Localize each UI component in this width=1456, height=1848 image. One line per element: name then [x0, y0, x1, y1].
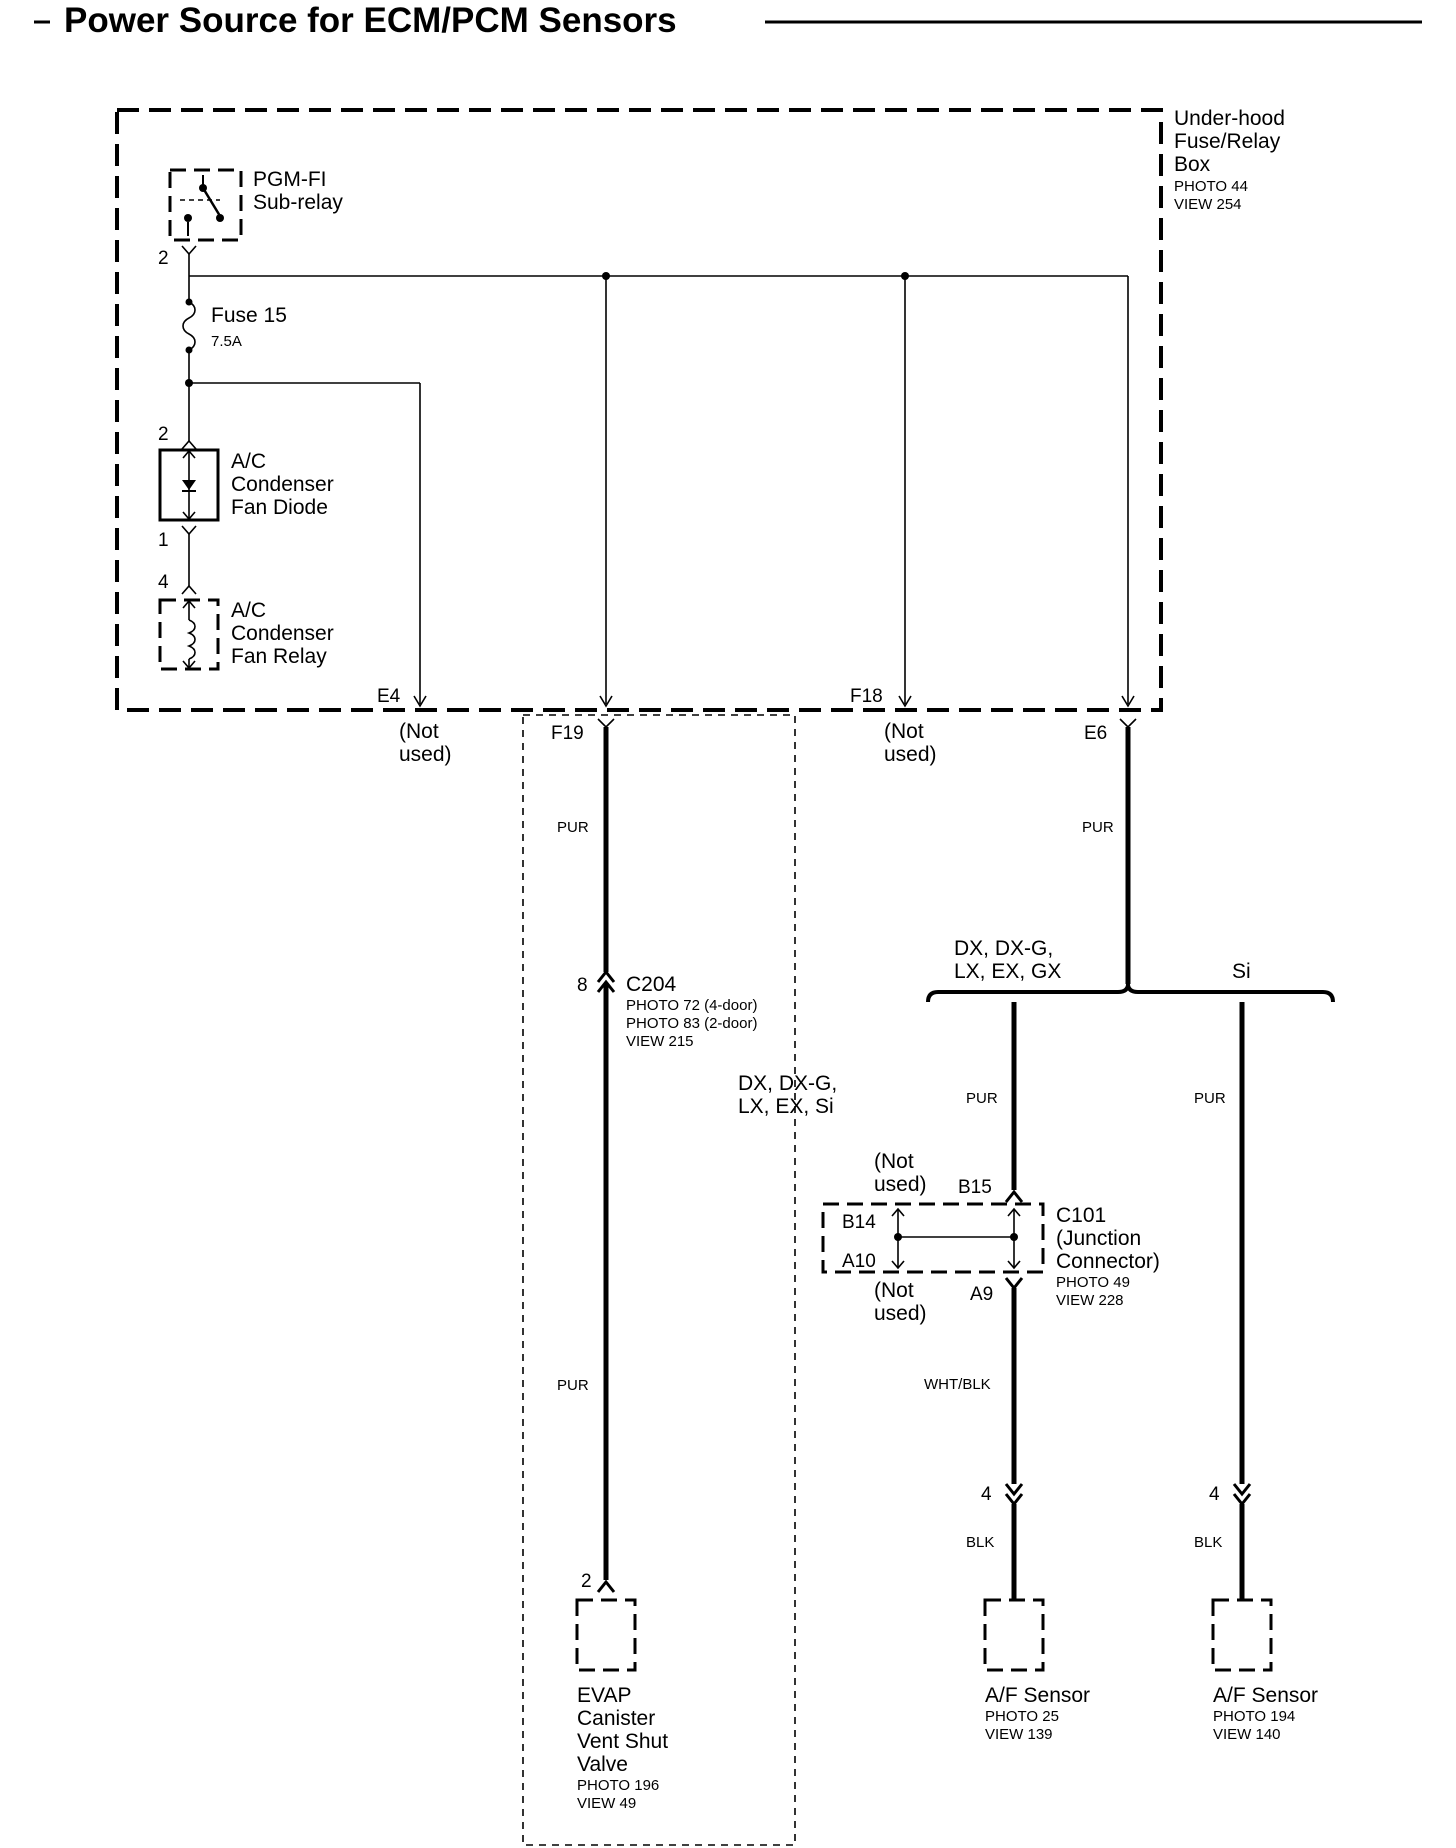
terminal-e4: E4: [377, 686, 401, 707]
diode-label-2: Condenser: [231, 473, 334, 496]
af-sensor-2: A/F Sensor PHOTO 194 VIEW 140: [1211, 1598, 1318, 1743]
e4-not-used-2: used): [399, 743, 452, 766]
sub-relay-label-2: Sub-relay: [253, 191, 343, 214]
fan-relay-label-2: Condenser: [231, 622, 334, 645]
af-sensor-2-pin: 4: [1209, 1484, 1220, 1505]
wire-sensor-1: BLK: [966, 1534, 994, 1551]
c204-photo-4door: PHOTO 72 (4-door): [626, 997, 757, 1014]
f18-not-used-2: used): [884, 743, 937, 766]
c101-pin-a9: A9: [970, 1284, 993, 1305]
a10-not-used-2: used): [874, 1302, 927, 1325]
wire-branch-left: PUR: [966, 1090, 998, 1107]
terminal-e6: E6: [1084, 723, 1107, 744]
c101-name-1: C101: [1056, 1204, 1106, 1227]
diode-pin-top: 2: [158, 424, 169, 445]
variant-label-1: DX, DX-G,: [738, 1072, 837, 1095]
variant-label-2: LX, EX, Si: [738, 1095, 834, 1118]
evap-label-3: Vent Shut: [577, 1730, 668, 1753]
wire-sensor-2: BLK: [1194, 1534, 1222, 1551]
fan-relay-pin: 4: [158, 572, 169, 593]
fan-relay-label-3: Fan Relay: [231, 645, 327, 668]
b14-not-used-1: (Not: [874, 1150, 914, 1173]
c204-name: C204: [626, 973, 677, 996]
c101-photo: PHOTO 49: [1056, 1274, 1130, 1291]
c101-pin-a10: A10: [842, 1251, 876, 1272]
evap-label-2: Canister: [577, 1707, 655, 1730]
f19-circuit: PUR 8 PUR: [557, 718, 616, 1593]
title-block: Power Source for ECM/PCM Sensors: [34, 1, 1422, 40]
fuse-rating: 7.5A: [211, 333, 242, 350]
diode-label-3: Fan Diode: [231, 496, 328, 519]
top-bus-wire: [189, 272, 1135, 708]
fuse-box-name-1: Under-hood: [1174, 107, 1285, 130]
evap-photo: PHOTO 196: [577, 1777, 659, 1794]
terminal-f18: F18: [850, 686, 883, 707]
fuse-box-name-2: Fuse/Relay: [1174, 130, 1281, 153]
fuse-relay-box: Under-hood Fuse/Relay Box PHOTO 44 VIEW …: [115, 107, 1285, 712]
wire-after-c101: WHT/BLK: [924, 1376, 991, 1393]
fuse-15: Fuse 15 7.5A: [211, 304, 287, 350]
evap-pin: 2: [581, 1571, 592, 1592]
c204-photo-2door: PHOTO 83 (2-door): [626, 1015, 757, 1032]
af-sensor-1-view: VIEW 139: [985, 1726, 1053, 1743]
variant-region: DX, DX-G, LX, EX, Si: [522, 714, 837, 1846]
c204-connector: C204 PHOTO 72 (4-door) PHOTO 83 (2-door)…: [626, 973, 757, 1050]
wire-f19-lower: PUR: [557, 1377, 589, 1394]
af-sensor-2-photo: PHOTO 194: [1213, 1708, 1295, 1725]
e6-circuit: PUR DX, DX-G, LX, EX, GX Si: [926, 718, 1335, 1003]
split-left-label-2: LX, EX, GX: [954, 960, 1061, 983]
diode-pin-bottom: 1: [158, 530, 169, 551]
terminal-f19: F19: [551, 723, 584, 744]
f18-not-used-1: (Not: [884, 720, 924, 743]
af-sensor-2-name: A/F Sensor: [1213, 1684, 1318, 1707]
c204-pin: 8: [577, 975, 588, 996]
a10-not-used-1: (Not: [874, 1279, 914, 1302]
af-sensor-1-pin: 4: [981, 1484, 992, 1505]
e4-not-used-1: (Not: [399, 720, 439, 743]
ac-condenser-fan-diode: 2 A/C Condenser Fan Diode 1: [158, 424, 334, 595]
ac-condenser-fan-relay: 4 A/C Condenser Fan Relay: [158, 572, 334, 671]
branch-left-circuit: PUR: [966, 1002, 1024, 1203]
c101-view: VIEW 228: [1056, 1292, 1124, 1309]
c101-name-3: Connector): [1056, 1250, 1160, 1273]
af-sensor-2-circuit: PUR 4 BLK: [1194, 1002, 1252, 1600]
split-right-label: Si: [1232, 960, 1251, 983]
e4-branch-wire: [185, 379, 427, 708]
evap-label-1: EVAP: [577, 1684, 631, 1707]
page-title: Power Source for ECM/PCM Sensors: [64, 1, 677, 40]
evap-canister-vent-shut-valve: 2 EVAP Canister Vent Shut Valve PHOTO 19…: [575, 1571, 668, 1812]
wire-e6: PUR: [1082, 819, 1114, 836]
fuse-relay-box-outline: [115, 108, 1163, 712]
c204-view: VIEW 215: [626, 1033, 694, 1050]
c101-pin-b14: B14: [842, 1212, 876, 1233]
c101-name-2: (Junction: [1056, 1227, 1141, 1250]
af-sensor-2-view: VIEW 140: [1213, 1726, 1281, 1743]
af-sensor-1: A/F Sensor PHOTO 25 VIEW 139: [983, 1598, 1090, 1743]
diode-label-1: A/C: [231, 450, 266, 473]
c101-pin-b15: B15: [958, 1177, 992, 1198]
af-sensor-1-photo: PHOTO 25: [985, 1708, 1059, 1725]
fuse-name: Fuse 15: [211, 304, 287, 327]
wire-branch-right: PUR: [1194, 1090, 1226, 1107]
split-left-label-1: DX, DX-G,: [954, 937, 1053, 960]
fuse-box-view: VIEW 254: [1174, 196, 1242, 213]
sub-relay-label-1: PGM-FI: [253, 168, 327, 191]
evap-view: VIEW 49: [577, 1795, 636, 1812]
evap-label-4: Valve: [577, 1753, 628, 1776]
sub-relay-pin: 2: [158, 248, 169, 269]
left-spine-wire: [181, 245, 197, 450]
fuse-box-name-3: Box: [1174, 153, 1211, 176]
af-sensor-1-circuit: WHT/BLK 4 BLK: [924, 1277, 1024, 1600]
c101-junction-connector: (Not used) B15 B14 A10 C101 (Junction Co…: [821, 1150, 1160, 1325]
fuse-box-terminals: E4 F18 F19 E6 (Not used) (Not used): [377, 686, 1107, 766]
b14-not-used-2: used): [874, 1173, 927, 1196]
af-sensor-1-name: A/F Sensor: [985, 1684, 1090, 1707]
fan-relay-label-1: A/C: [231, 599, 266, 622]
fuse-box-photo: PHOTO 44: [1174, 178, 1248, 195]
pgm-fi-sub-relay: PGM-FI Sub-relay 2: [158, 168, 343, 269]
wire-f19-upper: PUR: [557, 819, 589, 836]
